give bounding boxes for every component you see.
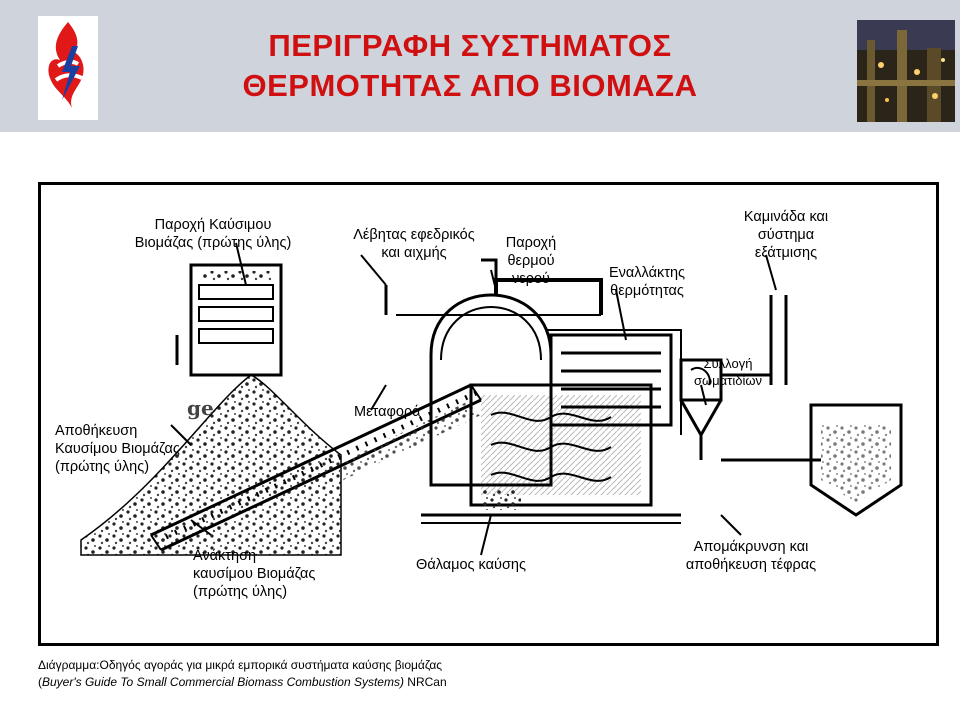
industrial-plant-photo [857, 20, 955, 122]
footer-line-1: Διάγραμμα:Οδηγός αγοράς για μικρά εμπορι… [38, 658, 443, 672]
label-chimney: Καμινάδα και σύστημα εξάτμισης [743, 209, 829, 261]
title-line-1: ΠΕΡΙΓΡΑΦΗ ΣΥΣΤΗΜΑΤΟΣ [268, 28, 672, 63]
footer-paren: ( [38, 674, 42, 689]
particle-collector [679, 358, 723, 460]
flame-lightning-logo-icon [48, 22, 84, 108]
label-boiler: Λέβητας εφεδρικός και αιχμής [353, 227, 475, 261]
callout-arrows [170, 242, 777, 556]
arrow-ash [720, 514, 742, 536]
label-ge-fragment: ge [187, 396, 214, 420]
fuel-pile [80, 374, 342, 556]
arrow-recovery [190, 519, 212, 536]
label-heat-exchanger: Εναλλάκτης θερμότητας [609, 265, 685, 299]
label-transport: Μεταφορά [354, 404, 421, 420]
title-line-2: ΘΕΡΜΟΤΗΤΑΣ ΑΠΟ ΒΙΟΜΑΖΑ [242, 68, 698, 103]
page-title: ΠΕΡΙΓΡΑΦΗ ΣΥΣΤΗΜΑΤΟΣ ΘΕΡΜΟΤΗΤΑΣ ΑΠΟ ΒΙΟΜ… [120, 26, 820, 106]
logo [38, 16, 98, 120]
label-storage: Αποθήκευση Καυσίμου Βιομάζας (πρώτης ύλη… [55, 423, 180, 475]
label-fuel-supply: Παροχή Καύσιμου Βιομάζας (πρώτης ύλης) [134, 217, 292, 251]
label-particle-collection: Συλλογή σωματιδίων [694, 356, 762, 388]
chimney [721, 295, 788, 385]
fuel-hopper [175, 263, 283, 377]
combustion-chamber [429, 293, 653, 510]
arrow-fuel-supply [235, 242, 247, 286]
footer-source-title: Buyer's Guide To Small Commercial Biomas… [42, 674, 404, 689]
arrow-hot-water [490, 269, 497, 291]
label-hot-water: Παροχή θερμού νερού [505, 235, 557, 287]
arrow-combustion [480, 514, 492, 556]
arrow-chimney [765, 254, 777, 291]
footer-caption: Διάγραμμα:Οδηγός αγοράς για μικρά εμπορι… [38, 657, 447, 690]
footer-source-org: NRCan [403, 674, 447, 689]
biomass-system-illustration [80, 242, 903, 556]
ash-silo [721, 403, 903, 517]
arrow-boiler [360, 254, 387, 286]
label-combustion-chamber: Θάλαμος καύσης [416, 557, 526, 573]
arrow-heat-exchanger [615, 289, 627, 341]
arrow-transport [370, 384, 387, 411]
label-recovery: Ανάκτηση καυσίμου Βιομάζας (πρώτης ύλης) [193, 548, 316, 600]
label-ash-removal: Απομάκρυνση και αποθήκευση τέφρας [685, 539, 817, 573]
footer-line-2: (Buyer's Guide To Small Commercial Bioma… [38, 674, 447, 691]
diagram-frame: Παροχή Καύσιμου Βιομάζας (πρώτης ύλης) Λ… [38, 182, 939, 646]
arrow-particle [700, 384, 707, 406]
arrow-storage [170, 424, 192, 446]
header-band [0, 0, 960, 132]
